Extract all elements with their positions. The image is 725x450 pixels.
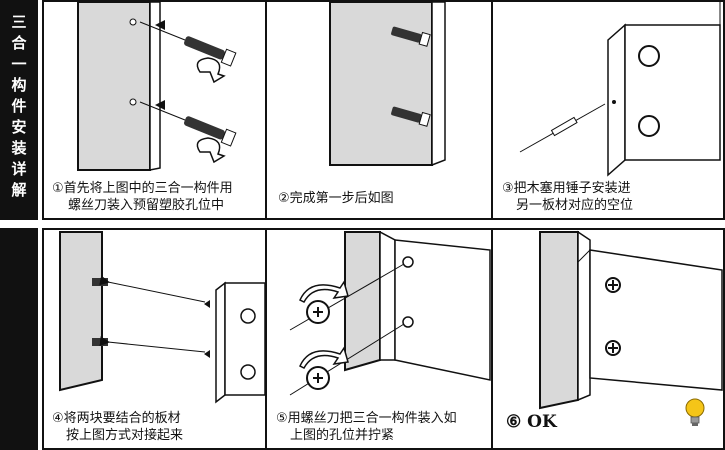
- step-3-caption-line1: ③把木塞用锤子安装进: [502, 181, 631, 196]
- step-1-caption-line1: ①首先将上图中的三合一构件用: [52, 181, 233, 196]
- step-2-illustration: [329, 1, 446, 167]
- step-5-illustration: [289, 230, 491, 396]
- step-4-illustration: [59, 231, 266, 404]
- step-5-caption-line1: ⑤用螺丝刀把三合一构件装入如: [276, 411, 457, 426]
- step-4-caption-line1: ④将两块要结合的板材: [52, 411, 181, 426]
- step-3-illustration: [519, 2, 721, 177]
- side-title: 三合一构件安装详解: [11, 13, 27, 199]
- side-banner: [0, 0, 38, 220]
- lightbulb-icon: [685, 398, 705, 426]
- step-1-caption-line2: 螺丝刀装入预留塑胶孔位中: [68, 198, 225, 213]
- step-5-caption-line2: 上图的孔位并拧紧: [290, 428, 395, 443]
- step-4-caption-line2: 按上图方式对接起来: [66, 428, 184, 443]
- step-6-caption-line1: ⑥ OK: [506, 412, 557, 432]
- step-3-caption-line2: 另一板材对应的空位: [516, 198, 634, 213]
- step-2-caption-line1: ②完成第一步后如图: [278, 191, 394, 206]
- side-banner-lower: [0, 228, 38, 450]
- step-1-illustration: [77, 1, 237, 171]
- step-6-illustration: [539, 230, 723, 410]
